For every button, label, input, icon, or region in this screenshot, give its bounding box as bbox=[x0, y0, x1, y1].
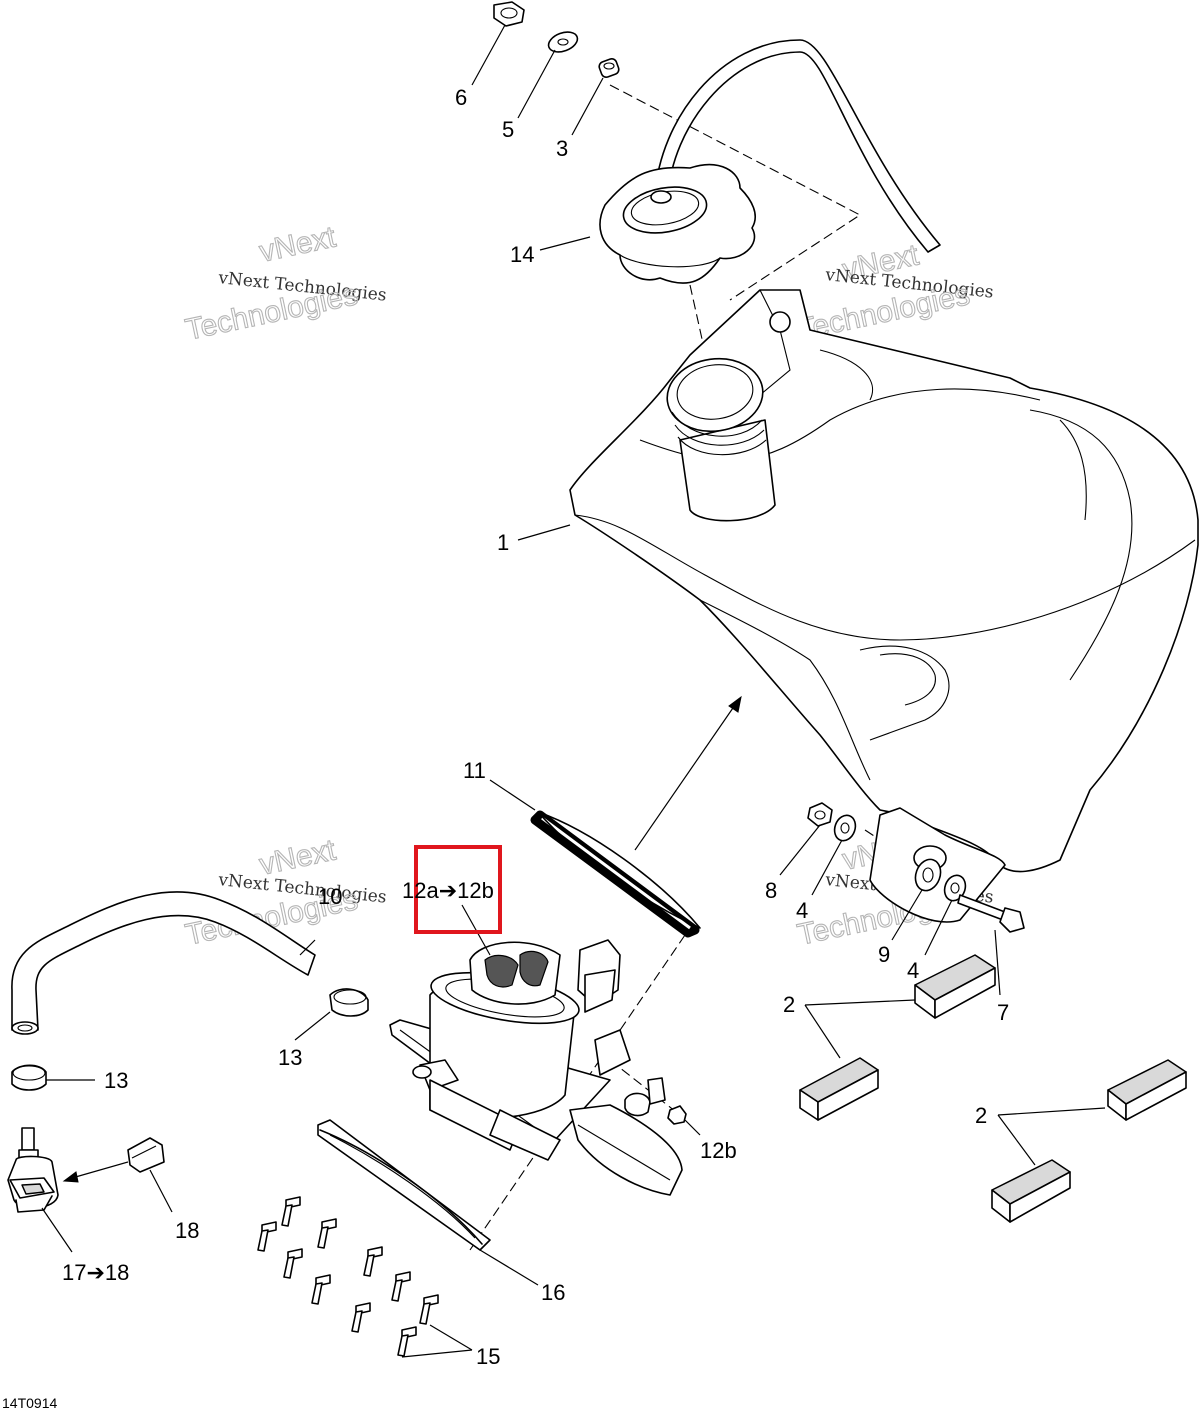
part-13-clamp-lower bbox=[11, 1064, 47, 1091]
part-13-clamp-upper bbox=[329, 988, 369, 1017]
callout-4-top: 4 bbox=[796, 898, 808, 923]
part-1-fuel-tank bbox=[569, 289, 1199, 923]
callout-4-bottom-text: 4 bbox=[907, 958, 919, 983]
part-14-fuel-cap bbox=[599, 163, 756, 284]
callout-9-text: 9 bbox=[878, 942, 890, 967]
callout-10: 10 bbox=[318, 884, 342, 909]
drawing-number: 14T0914 bbox=[2, 1395, 57, 1410]
callout-7: 7 bbox=[997, 1000, 1009, 1025]
callout-5: 5 bbox=[502, 117, 514, 142]
callout-3: 3 bbox=[556, 136, 568, 161]
callout-8: 8 bbox=[765, 878, 777, 903]
part-11-gasket bbox=[530, 810, 701, 938]
part-7-bolt bbox=[957, 894, 1025, 933]
callout-16: 16 bbox=[541, 1280, 565, 1305]
callout-1: 1 bbox=[497, 530, 509, 555]
part-17-connector bbox=[7, 1127, 59, 1213]
callout-14: 14 bbox=[510, 242, 534, 267]
callout-13-upper: 13 bbox=[278, 1045, 302, 1070]
install-arrow bbox=[634, 695, 742, 851]
part-10-fuel-hose bbox=[11, 891, 316, 1035]
callout-6: 6 bbox=[455, 85, 467, 110]
part-12-fuel-pump bbox=[389, 939, 683, 1196]
callout-13-lower: 13 bbox=[104, 1068, 128, 1093]
part-9-bushing bbox=[914, 858, 942, 892]
watermark-left-bottom: vNext vNext Technologies Technologies bbox=[182, 833, 387, 952]
part-16-plate bbox=[317, 1119, 491, 1251]
part-2-pads-bottom bbox=[991, 1059, 1187, 1223]
part-6-nut bbox=[493, 1, 525, 27]
watermark-left-top: vNext vNext Technologies Technologies bbox=[182, 220, 387, 347]
callout-12b: 12b bbox=[700, 1138, 737, 1163]
svg-text:vNext: vNext bbox=[257, 220, 340, 268]
part-12b-clamp bbox=[624, 1077, 687, 1125]
watermark-right-top: vNext vNext Technologies Technologies bbox=[794, 238, 994, 347]
part-3-spacer bbox=[598, 58, 620, 78]
callouts: 6 5 3 14 1 11 10 12a➔12b 8 4 2 7 2 13 13… bbox=[62, 85, 1009, 1369]
connector-arrow bbox=[62, 1161, 129, 1183]
callout-17-18: 17➔18 bbox=[62, 1260, 129, 1285]
part-5-washer bbox=[547, 31, 579, 53]
callout-2-bottom: 2 bbox=[975, 1103, 987, 1128]
callout-15: 15 bbox=[476, 1344, 500, 1369]
callout-12a-12b: 12a➔12b bbox=[402, 878, 494, 903]
callout-18: 18 bbox=[175, 1218, 199, 1243]
part-15-screws bbox=[257, 1196, 439, 1357]
part-4-washer-top bbox=[833, 814, 857, 842]
vent-hose bbox=[654, 39, 941, 253]
part-8-nut bbox=[807, 802, 833, 827]
part-2-pads-top bbox=[799, 954, 996, 1121]
part-18-clip bbox=[127, 1137, 165, 1173]
callout-11: 11 bbox=[463, 758, 486, 783]
callout-2-top: 2 bbox=[783, 992, 795, 1017]
highlight-box bbox=[414, 845, 502, 934]
